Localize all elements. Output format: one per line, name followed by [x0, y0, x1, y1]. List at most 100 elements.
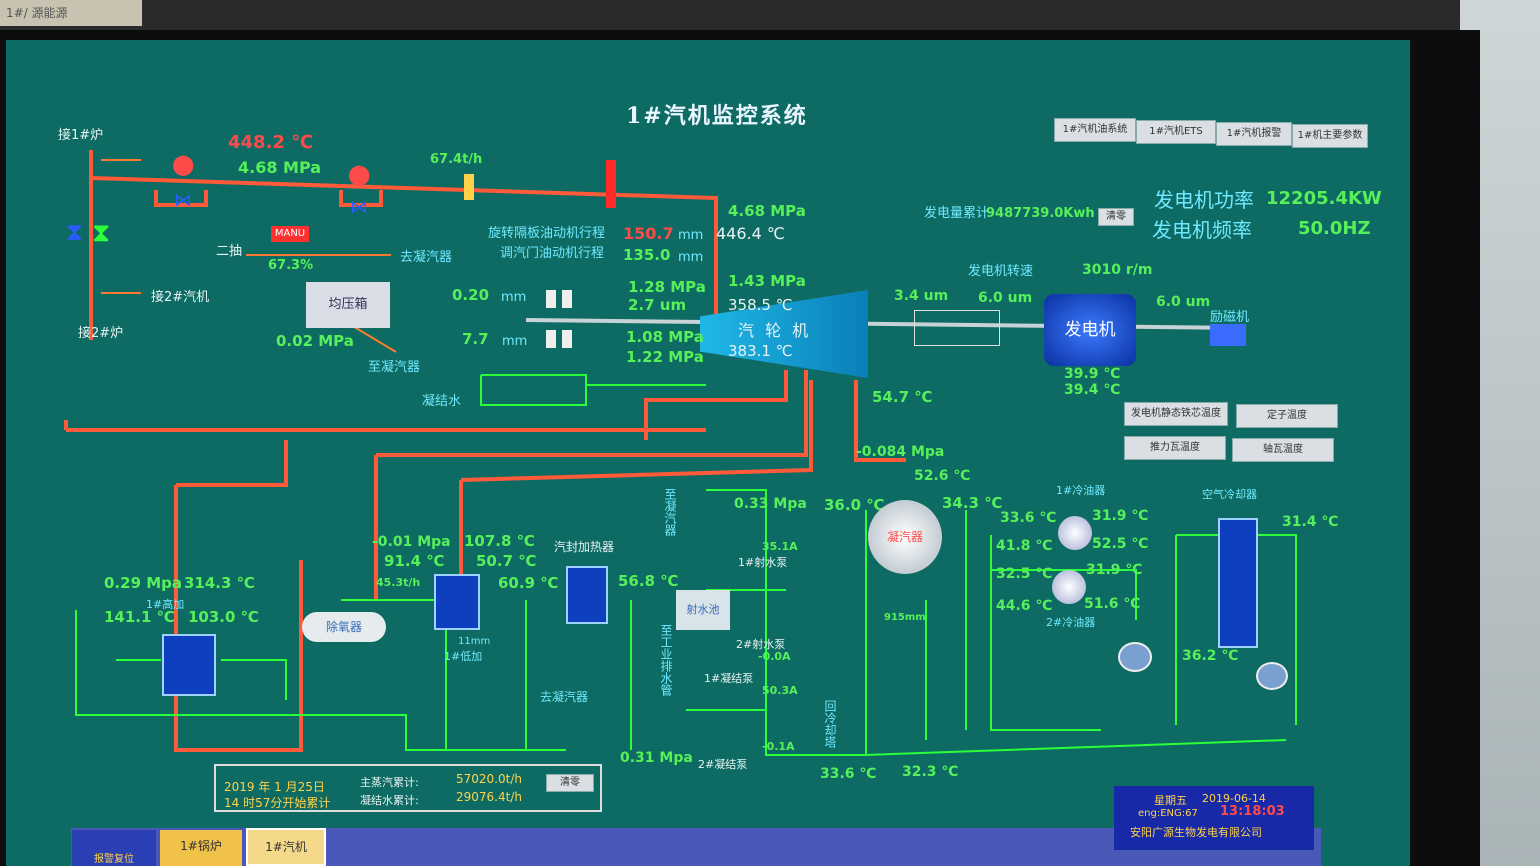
cond-pump-pressure: 0.31 Mpa: [620, 750, 693, 766]
cooler1-temp-b: 31.9 ℃: [1092, 508, 1149, 524]
oil-cooler-2-label: 2#冷油器: [1046, 616, 1096, 629]
seal-heater-body[interactable]: [566, 566, 608, 624]
user: eng:ENG:67: [1138, 808, 1198, 819]
ejector1-current: 35.1A: [762, 540, 798, 553]
stop-valve-icon[interactable]: [606, 160, 616, 208]
gen-temp-2: 39.4 ℃: [1064, 382, 1121, 398]
lp-heater-pressure: -0.01 Mpa: [372, 534, 451, 550]
tab-alarm[interactable]: 1#汽机报警: [1216, 122, 1292, 146]
hp-heater-temp-2: 141.1 ℃: [104, 608, 175, 626]
oil-cooler-2-icon[interactable]: [1052, 570, 1086, 604]
cw-inlet-temp: 36.0 ℃: [824, 496, 885, 514]
supply-cw-temp: 32.3 ℃: [902, 764, 959, 780]
hp-heater-pressure: 0.29 Mpa: [104, 574, 183, 592]
turbine-label: 汽 轮 机: [738, 321, 812, 340]
condenser-level: 915mm: [884, 612, 926, 623]
cooler2-temp-b: 31.9 ℃: [1086, 562, 1143, 578]
ejector-pool[interactable]: 射水池: [676, 590, 730, 630]
ejector-pressure: 0.33 Mpa: [734, 496, 807, 512]
turbine-inlet-temp: 446.4 ℃: [716, 224, 785, 243]
valve-icon[interactable]: ⬤: [348, 162, 371, 186]
seal-to-condenser-label: 去凝汽器: [540, 690, 589, 704]
alarm-reset-button[interactable]: 报警复位: [72, 830, 156, 866]
company-name: 安阳广源生物发电有限公司: [1130, 826, 1262, 839]
cw-outlet-temp: 34.3 ℃: [942, 494, 1003, 512]
coupling-box: [914, 310, 1000, 346]
lp-heater-body[interactable]: [434, 574, 480, 630]
air-cooler-body[interactable]: [1218, 518, 1258, 648]
totals-since: 14 时57分开始累计: [224, 796, 331, 810]
cond-pump-2-current: -0.1A: [762, 740, 795, 753]
nav-turbine-button[interactable]: 1#汽机: [246, 828, 326, 866]
thrust-pad-temp-button[interactable]: 推力瓦温度: [1124, 436, 1226, 460]
lp-heater-level: 11mm: [458, 636, 491, 647]
valve-icon[interactable]: ⧗: [66, 218, 83, 246]
totals-panel: [214, 764, 602, 812]
condensate-label: 凝结水: [422, 394, 462, 409]
valve-icon[interactable]: ⧗: [92, 218, 111, 248]
to-condenser2-label: 至凝汽器: [368, 360, 421, 375]
pump-icon[interactable]: [1256, 662, 1288, 690]
rotary-stroke-unit: mm: [678, 228, 704, 243]
totals-date: 2019 年 1 月25日: [224, 780, 325, 794]
stator-core-temp-button[interactable]: 发电机静态铁芯温度: [1124, 402, 1228, 426]
bearing-pressure-3: 1.22 MPa: [626, 348, 704, 366]
weekday: 星期五: [1154, 794, 1187, 807]
axial-disp-1-unit: mm: [501, 290, 527, 305]
energy-clear-button[interactable]: 清零: [1098, 208, 1134, 226]
cond-pump-2-label: 2#凝结泵: [698, 758, 748, 771]
gen-freq-label: 发电机频率: [1152, 218, 1252, 242]
cooler2-temp-a: 32.5 ℃: [996, 566, 1053, 582]
deaerator-body[interactable]: 除氧器: [302, 612, 386, 642]
nav-boiler-button[interactable]: 1#锅炉: [160, 830, 242, 866]
main-steam-temp: 448.2 ℃: [228, 132, 313, 153]
cond-pump-1-label: 1#凝结泵: [704, 672, 754, 685]
cooling-tower-label: 回冷却塔: [823, 700, 837, 748]
cooler1-temp-d: 52.5 ℃: [1092, 536, 1149, 552]
manu-badge[interactable]: MANU: [271, 226, 309, 242]
condenser-body[interactable]: 凝汽器: [868, 500, 942, 574]
bearing-pad-temp-button[interactable]: 轴瓦温度: [1232, 438, 1334, 462]
stator-temp-button[interactable]: 定子温度: [1236, 404, 1338, 428]
totals-clear-button[interactable]: 清零: [546, 774, 594, 792]
to-condenser-label: 去凝汽器: [400, 250, 453, 265]
axial-disp-1: 0.20: [452, 286, 490, 304]
bearing-icon: [562, 290, 572, 308]
bearing-pressure-2: 1.08 MPa: [626, 328, 704, 346]
turbine-stage-pressure: 1.43 MPa: [728, 272, 806, 290]
valve-icon[interactable]: ⋈: [174, 190, 192, 211]
tab-main-params[interactable]: 1#机主要参数: [1292, 124, 1368, 148]
pump-icon[interactable]: [1118, 642, 1152, 672]
piping-diagram: [64, 150, 1297, 757]
hp-heater-body[interactable]: [162, 634, 216, 696]
bearing-pressure-1: 1.28 MPa: [628, 278, 706, 296]
valve-icon[interactable]: ⋈: [350, 197, 368, 218]
ejector1-label: 1#射水泵: [738, 556, 788, 569]
valve-icon[interactable]: ⬤: [172, 152, 195, 176]
gen-speed-value: 3010 r/m: [1082, 262, 1153, 278]
date: 2019-06-14: [1202, 792, 1266, 805]
vibration-left: 3.4 um: [894, 288, 949, 304]
gen-freq-value: 50.0HZ: [1298, 218, 1371, 239]
ejector2-label: 2#射水泵: [736, 638, 786, 651]
tab-oil-system[interactable]: 1#汽机油系统: [1054, 118, 1136, 142]
bearing-vibration-1: 2.7 um: [628, 296, 687, 314]
clock: 13:18:03: [1220, 804, 1285, 819]
second-extract-label: 二抽: [216, 244, 243, 259]
gen-vibration: 6.0 um: [1156, 294, 1211, 310]
cond-pump-1-current: 50.3A: [762, 684, 798, 697]
exciter-label: 励磁机: [1210, 310, 1250, 325]
valve-stroke-value: 135.0: [623, 246, 671, 264]
cooler2-temp-d: 51.6 ℃: [1084, 596, 1141, 612]
generator-body[interactable]: 发电机: [1044, 294, 1136, 366]
exciter-body[interactable]: [1210, 324, 1246, 346]
hp-heater-temp-1: 314.3 ℃: [184, 574, 255, 592]
background-wall: [0, 0, 1540, 34]
tab-ets[interactable]: 1#汽机ETS: [1136, 120, 1216, 144]
oil-cooler-1-icon[interactable]: [1058, 516, 1092, 550]
bearing-icon: [562, 330, 572, 348]
pressure-header-box[interactable]: 均压箱: [306, 282, 390, 328]
industrial-drain-label: 至工业排水管: [659, 624, 673, 696]
condenser-temp: 52.6 ℃: [914, 468, 971, 484]
gen-power-value: 12205.4KW: [1266, 188, 1382, 209]
